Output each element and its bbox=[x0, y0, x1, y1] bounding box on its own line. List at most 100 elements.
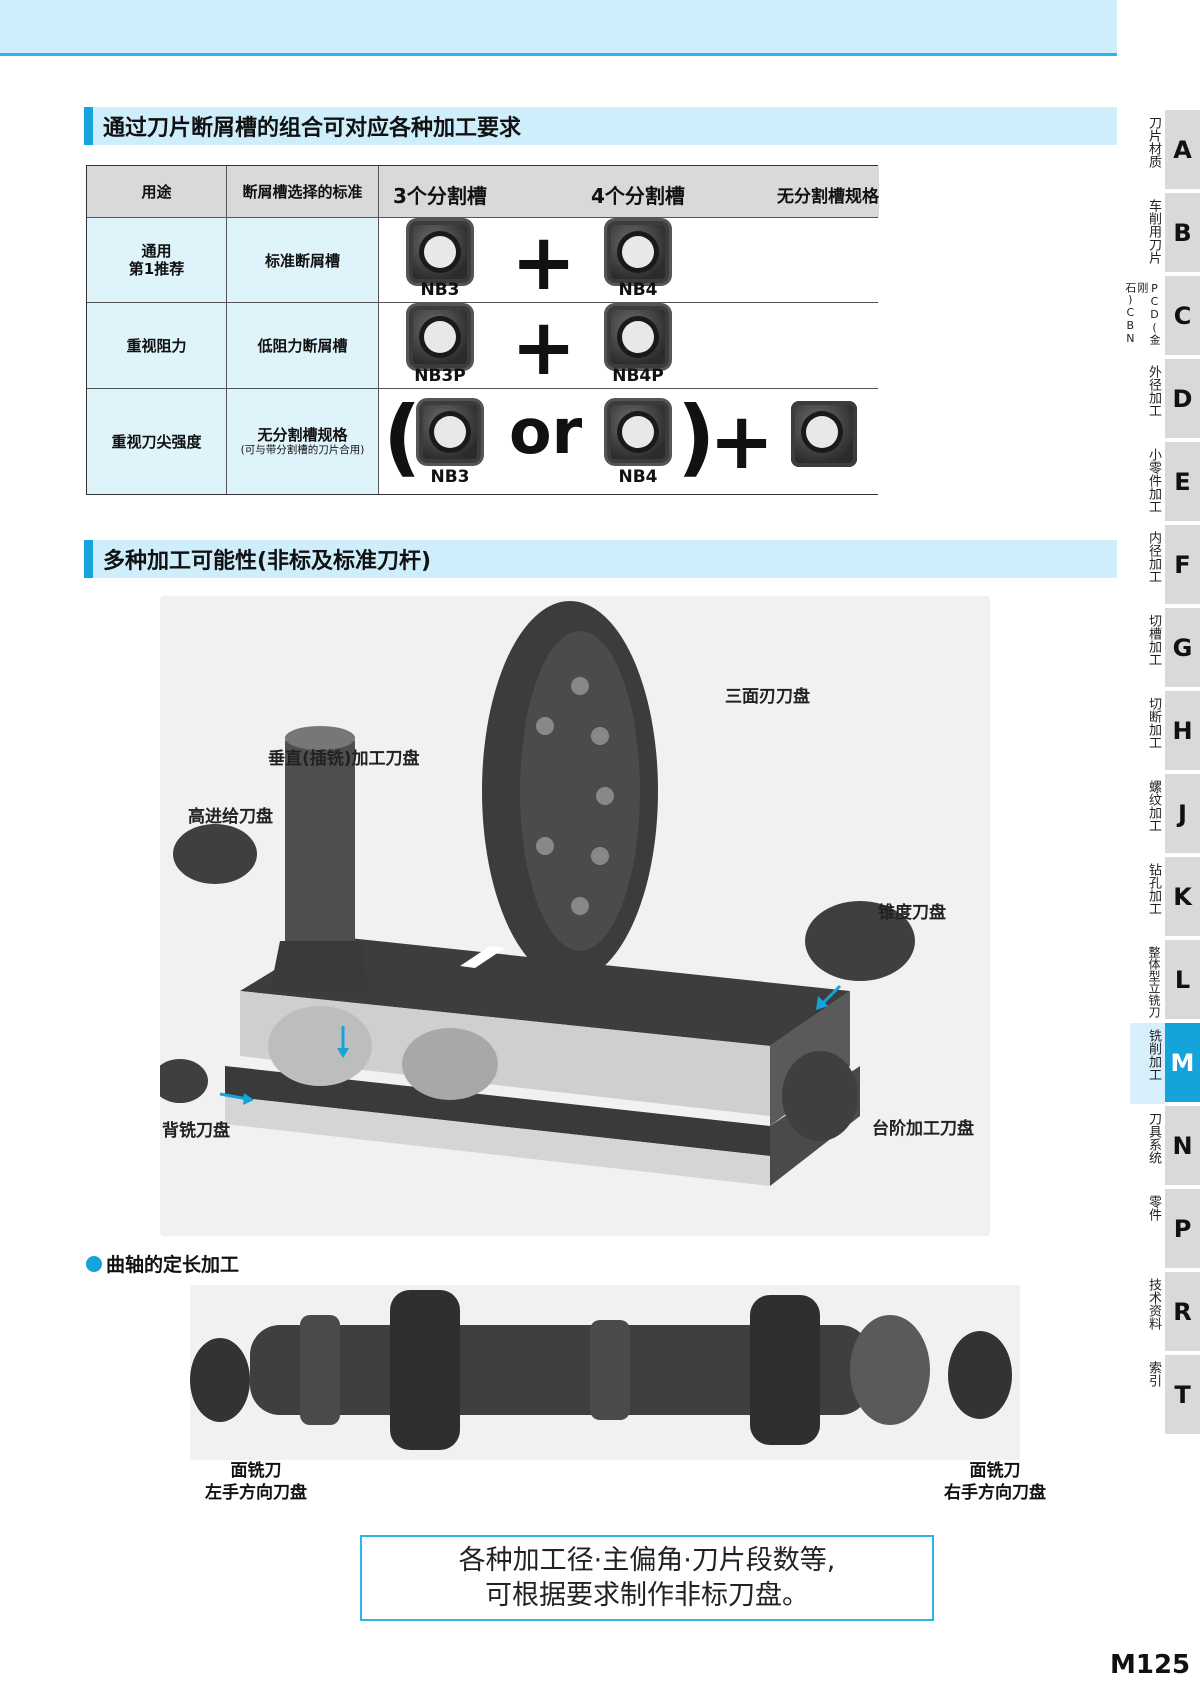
label-right-line2: 右手方向刀盘 bbox=[944, 1483, 1046, 1504]
crankshaft-illustration bbox=[190, 1285, 1020, 1460]
index-tab-letter: H bbox=[1165, 691, 1200, 772]
index-tab-category: 技术资料 bbox=[1146, 1278, 1161, 1330]
machining-diagram bbox=[160, 601, 915, 1186]
slot bbox=[460, 946, 505, 968]
row-chips: NB3 + NB4 bbox=[379, 218, 879, 302]
chip-name: NB3P bbox=[414, 366, 466, 386]
insert-image-nb4 bbox=[607, 401, 669, 463]
row-chips: ( NB3 or NB4 ) + bbox=[379, 389, 879, 494]
index-tab-category: 刀片材质 bbox=[1146, 116, 1161, 168]
crank-web bbox=[750, 1295, 820, 1445]
index-tab-e[interactable]: 小零件加工 E bbox=[1130, 442, 1200, 523]
index-tab-letter: G bbox=[1165, 608, 1200, 689]
chip-name: NB4 bbox=[618, 280, 658, 300]
index-tab-letter: P bbox=[1165, 1189, 1200, 1270]
workpiece-base bbox=[225, 1096, 770, 1186]
row-use: 重视刀尖强度 bbox=[87, 389, 227, 494]
section-title: 通过刀片断屑槽的组合可对应各种加工要求 bbox=[103, 116, 522, 141]
index-tab-letter: L bbox=[1165, 940, 1200, 1021]
plus-symbol: + bbox=[709, 397, 775, 487]
index-tab-k[interactable]: 钻孔加工 K bbox=[1130, 857, 1200, 938]
index-tab-g[interactable]: 切槽加工 G bbox=[1130, 608, 1200, 689]
header-no-split: 无分割槽规格 bbox=[777, 187, 879, 207]
cutter-hole bbox=[536, 717, 554, 735]
crankshaft-title: 曲轴的定长加工 bbox=[86, 1250, 239, 1277]
arrow-head bbox=[816, 996, 828, 1010]
cutter-hole bbox=[591, 727, 609, 745]
callout-back-cutter: 背铣刀盘 bbox=[162, 1121, 230, 1141]
crank-journal bbox=[300, 1315, 340, 1425]
callout-shoulder-cutter: 台阶加工刀盘 bbox=[872, 1119, 974, 1139]
label-right-line1: 面铣刀 bbox=[969, 1461, 1021, 1481]
row-use-line2: 第1推荐 bbox=[128, 260, 185, 278]
insert-image-nb3 bbox=[409, 221, 471, 283]
table-row: 重视刀尖强度 无分割槽规格 (可与带分割槽的刀片合用) ( NB3 or NB4… bbox=[87, 389, 879, 494]
left-paren: ( bbox=[383, 388, 422, 486]
page-number: M125 bbox=[1110, 1650, 1191, 1680]
or-word: or bbox=[509, 395, 583, 468]
index-tab-category: 切槽加工 bbox=[1146, 614, 1161, 666]
insert-image-nb3p bbox=[409, 306, 471, 368]
index-tab-letter: J bbox=[1165, 774, 1200, 855]
index-tab-letter: N bbox=[1165, 1106, 1200, 1187]
chipbreaker-table: 用途 断屑槽选择的标准 3个分割槽 4个分割槽 无分割槽规格 通用 第1推荐 标… bbox=[86, 165, 879, 495]
row-use: 重视阻力 bbox=[87, 303, 227, 388]
section-accent-bar bbox=[84, 107, 93, 145]
table-row: 通用 第1推荐 标准断屑槽 NB3 + NB4 bbox=[87, 218, 879, 303]
index-tab-category: 索引 bbox=[1146, 1361, 1161, 1387]
taper-cutter bbox=[805, 901, 915, 981]
cutter-hole bbox=[596, 787, 614, 805]
workpiece-base-stripe bbox=[225, 1066, 770, 1156]
right-face-mill bbox=[948, 1331, 1012, 1419]
insert-image-nb3 bbox=[419, 401, 481, 463]
header-criteria: 断屑槽选择的标准 bbox=[227, 166, 379, 217]
insert-image-no-split bbox=[791, 401, 857, 467]
label-left-line2: 左手方向刀盘 bbox=[205, 1483, 307, 1504]
header-chip-options: 3个分割槽 4个分割槽 无分割槽规格 bbox=[379, 166, 879, 217]
custom-order-note: 各种加工径·主偏角·刀片段数等, 可根据要求制作非标刀盘。 bbox=[360, 1535, 934, 1621]
arrow-head bbox=[243, 1093, 254, 1105]
row-criteria: 标准断屑槽 bbox=[227, 218, 379, 302]
row-criteria: 无分割槽规格 (可与带分割槽的刀片合用) bbox=[227, 389, 379, 494]
plus-symbol: + bbox=[511, 218, 577, 308]
index-tab-letter: E bbox=[1165, 442, 1200, 523]
index-tab-category: 钻孔加工 bbox=[1146, 863, 1161, 915]
index-tab-category: 小零件加工 bbox=[1146, 448, 1161, 513]
cutter-hole bbox=[591, 847, 609, 865]
plunge-pocket bbox=[268, 1006, 372, 1086]
index-tab-letter: B bbox=[1165, 193, 1200, 274]
callout-side-face-cutter: 三面刃刀盘 bbox=[725, 687, 810, 707]
index-tab-j[interactable]: 螺纹加工 J bbox=[1130, 774, 1200, 855]
shoulder-cutter bbox=[782, 1051, 858, 1141]
row-chips: NB3P + NB4P bbox=[379, 303, 879, 388]
arrow-head bbox=[337, 1048, 349, 1058]
section-header-chipbreaker: 通过刀片断屑槽的组合可对应各种加工要求 bbox=[84, 107, 1117, 145]
table-header-row: 用途 断屑槽选择的标准 3个分割槽 4个分割槽 无分割槽规格 bbox=[87, 166, 879, 218]
index-tab-letter: A bbox=[1165, 110, 1200, 191]
left-face-mill bbox=[190, 1338, 250, 1422]
callout-plunge-cutter: 垂直(插铣)加工刀盘 bbox=[268, 749, 420, 769]
index-tab-category: 螺纹加工 bbox=[1146, 780, 1161, 832]
chip-name: NB3 bbox=[420, 280, 460, 300]
row-criteria-main: 无分割槽规格 bbox=[257, 426, 348, 445]
right-paren: ) bbox=[677, 388, 716, 486]
plus-symbol: + bbox=[511, 303, 577, 393]
machining-illustration: 三面刃刀盘 垂直(插铣)加工刀盘 高进给刀盘 锥度刀盘 背铣刀盘 台阶加工刀盘 bbox=[160, 596, 990, 1236]
chip-name: NB4P bbox=[612, 366, 664, 386]
index-tab-letter: K bbox=[1165, 857, 1200, 938]
label-right-face-mill: 面铣刀 右手方向刀盘 bbox=[925, 1460, 1065, 1504]
index-tab-a[interactable]: 刀片材质 A bbox=[1130, 110, 1200, 191]
index-tab-letter: F bbox=[1165, 525, 1200, 606]
insert-image-nb4p bbox=[607, 306, 669, 368]
